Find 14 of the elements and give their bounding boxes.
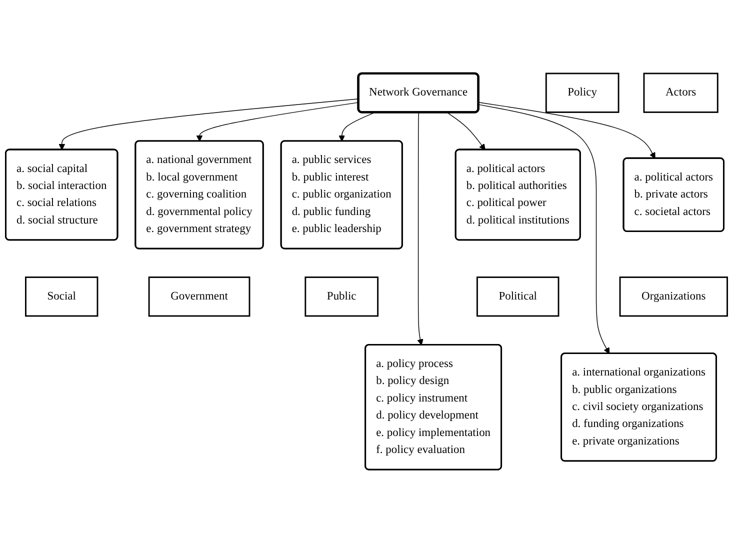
- node-box: Government: [148, 276, 250, 317]
- arrow: [196, 102, 359, 142]
- arrow: [417, 112, 424, 346]
- node-box: Actors: [643, 72, 718, 113]
- node-box: Organizations: [619, 276, 728, 317]
- arrow: [446, 112, 486, 150]
- node-box: Public: [304, 276, 379, 317]
- arrow: [478, 104, 610, 354]
- node-box: Social: [25, 276, 98, 317]
- arrow: [58, 98, 359, 150]
- arrow: [478, 102, 656, 159]
- node-box: Policy: [545, 72, 620, 113]
- arrow: [338, 112, 375, 142]
- node-box: Political: [476, 276, 560, 317]
